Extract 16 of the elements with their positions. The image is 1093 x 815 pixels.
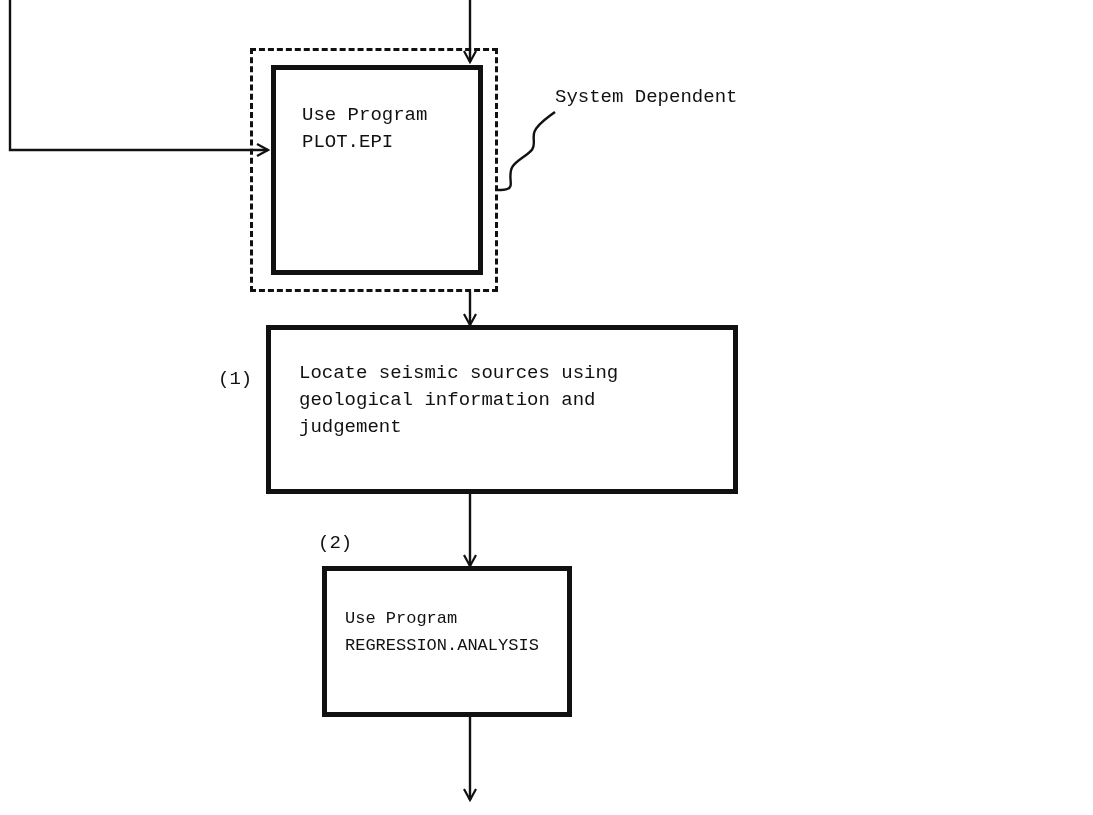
box-text: Use Program PLOT.EPI — [302, 103, 429, 155]
arrow — [462, 292, 478, 327]
box-text: Use Program REGRESSION.ANALYSIS — [345, 608, 540, 657]
leader-line — [498, 111, 556, 192]
process-box — [271, 65, 483, 275]
arrow — [8, 0, 270, 158]
step-number: (2) — [318, 531, 353, 556]
arrow — [462, 0, 478, 64]
arrow — [462, 717, 478, 802]
arrow — [462, 494, 478, 568]
step-number: (1) — [218, 367, 253, 392]
process-box — [322, 566, 572, 717]
box-text: Locate seismic sources using geological information and judgement — [299, 361, 620, 440]
dashed-boundary-box — [250, 48, 498, 292]
note-text: System Dependent — [555, 84, 755, 112]
process-box — [266, 325, 738, 494]
